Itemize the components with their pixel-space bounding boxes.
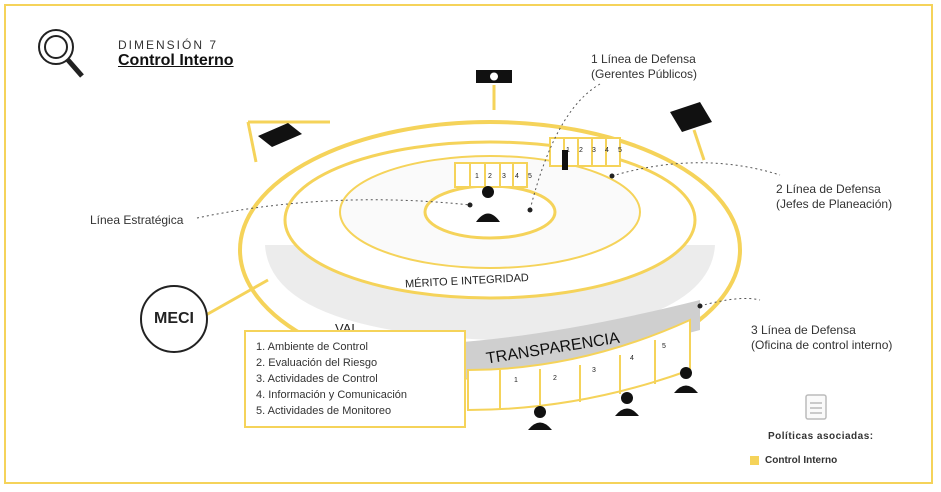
second-line-callout: 2 Línea de Defensa (Jefes de Planeación) [776, 182, 892, 212]
third-line-subtitle: (Oficina de control interno) [751, 338, 893, 352]
gate-wall-center [454, 162, 528, 188]
person-icon [528, 406, 552, 430]
person-icon [562, 150, 568, 170]
dimension-label: DIMENSIÓN 7 [118, 38, 219, 52]
callout-dots [467, 173, 703, 309]
document-icon [805, 394, 827, 420]
connector-lines [205, 85, 706, 317]
strategic-line-label: Línea Estratégica [90, 213, 184, 227]
person-icon [674, 367, 698, 393]
meci-badge: MECI [140, 285, 208, 353]
gate-number: 1 [514, 377, 518, 384]
first-line-subtitle: (Gerentes Públicos) [591, 67, 698, 81]
second-line-subtitle: (Jefes de Planeación) [776, 197, 893, 211]
gate-number: 4 [630, 355, 634, 362]
component-item: 3. Actividades de Control [256, 373, 378, 385]
gate-wall-front [467, 318, 691, 412]
policy-item: Control Interno [750, 455, 837, 466]
page-title: Control Interno [118, 52, 234, 69]
gate-number: 2 [488, 173, 492, 180]
component-item: 5. Actividades de Monitoreo [256, 405, 392, 417]
person-icon [615, 392, 639, 416]
gate-number: 5 [528, 173, 532, 180]
gate-number: 3 [592, 367, 596, 374]
gate-wall-right [549, 137, 621, 167]
gate-number: 2 [553, 375, 557, 382]
gate-number: 2 [579, 147, 583, 154]
component-item: 2. Evaluación del Riesgo [256, 357, 378, 369]
front-band [395, 300, 700, 380]
component-item: 1. Ambiente de Control [256, 341, 368, 353]
third-line-title: 3 Línea de Defensa [751, 323, 856, 337]
magnifier-icon [38, 29, 84, 78]
first-line-callout: 1 Línea de Defensa (Gerentes Públicos) [591, 52, 697, 82]
gate-number: 4 [515, 173, 519, 180]
gate-number: 5 [662, 343, 666, 350]
first-line-title: 1 Línea de Defensa [591, 52, 696, 66]
policies-title: Políticas asociadas: [768, 431, 874, 442]
camera-icon [476, 70, 512, 83]
gate-number: 5 [618, 147, 622, 154]
callout-leaders [196, 83, 781, 307]
policy-swatch [750, 456, 759, 465]
gate-number: 3 [592, 147, 596, 154]
third-line-callout: 3 Línea de Defensa (Oficina de control i… [751, 323, 892, 353]
person-icon [476, 186, 500, 222]
briefcase-icon [670, 102, 712, 132]
gate-number: 1 [475, 173, 479, 180]
policy-label: Control Interno [765, 455, 838, 466]
component-item: 4. Información y Comunicación [256, 389, 408, 401]
diagram-frame [4, 4, 933, 484]
briefcase-icon [258, 123, 302, 147]
second-line-title: 2 Línea de Defensa [776, 182, 881, 196]
components-box: 1. Ambiente de Control 2. Evaluación del… [244, 330, 466, 428]
gate-number: 4 [605, 147, 609, 154]
gate-number: 3 [502, 173, 506, 180]
